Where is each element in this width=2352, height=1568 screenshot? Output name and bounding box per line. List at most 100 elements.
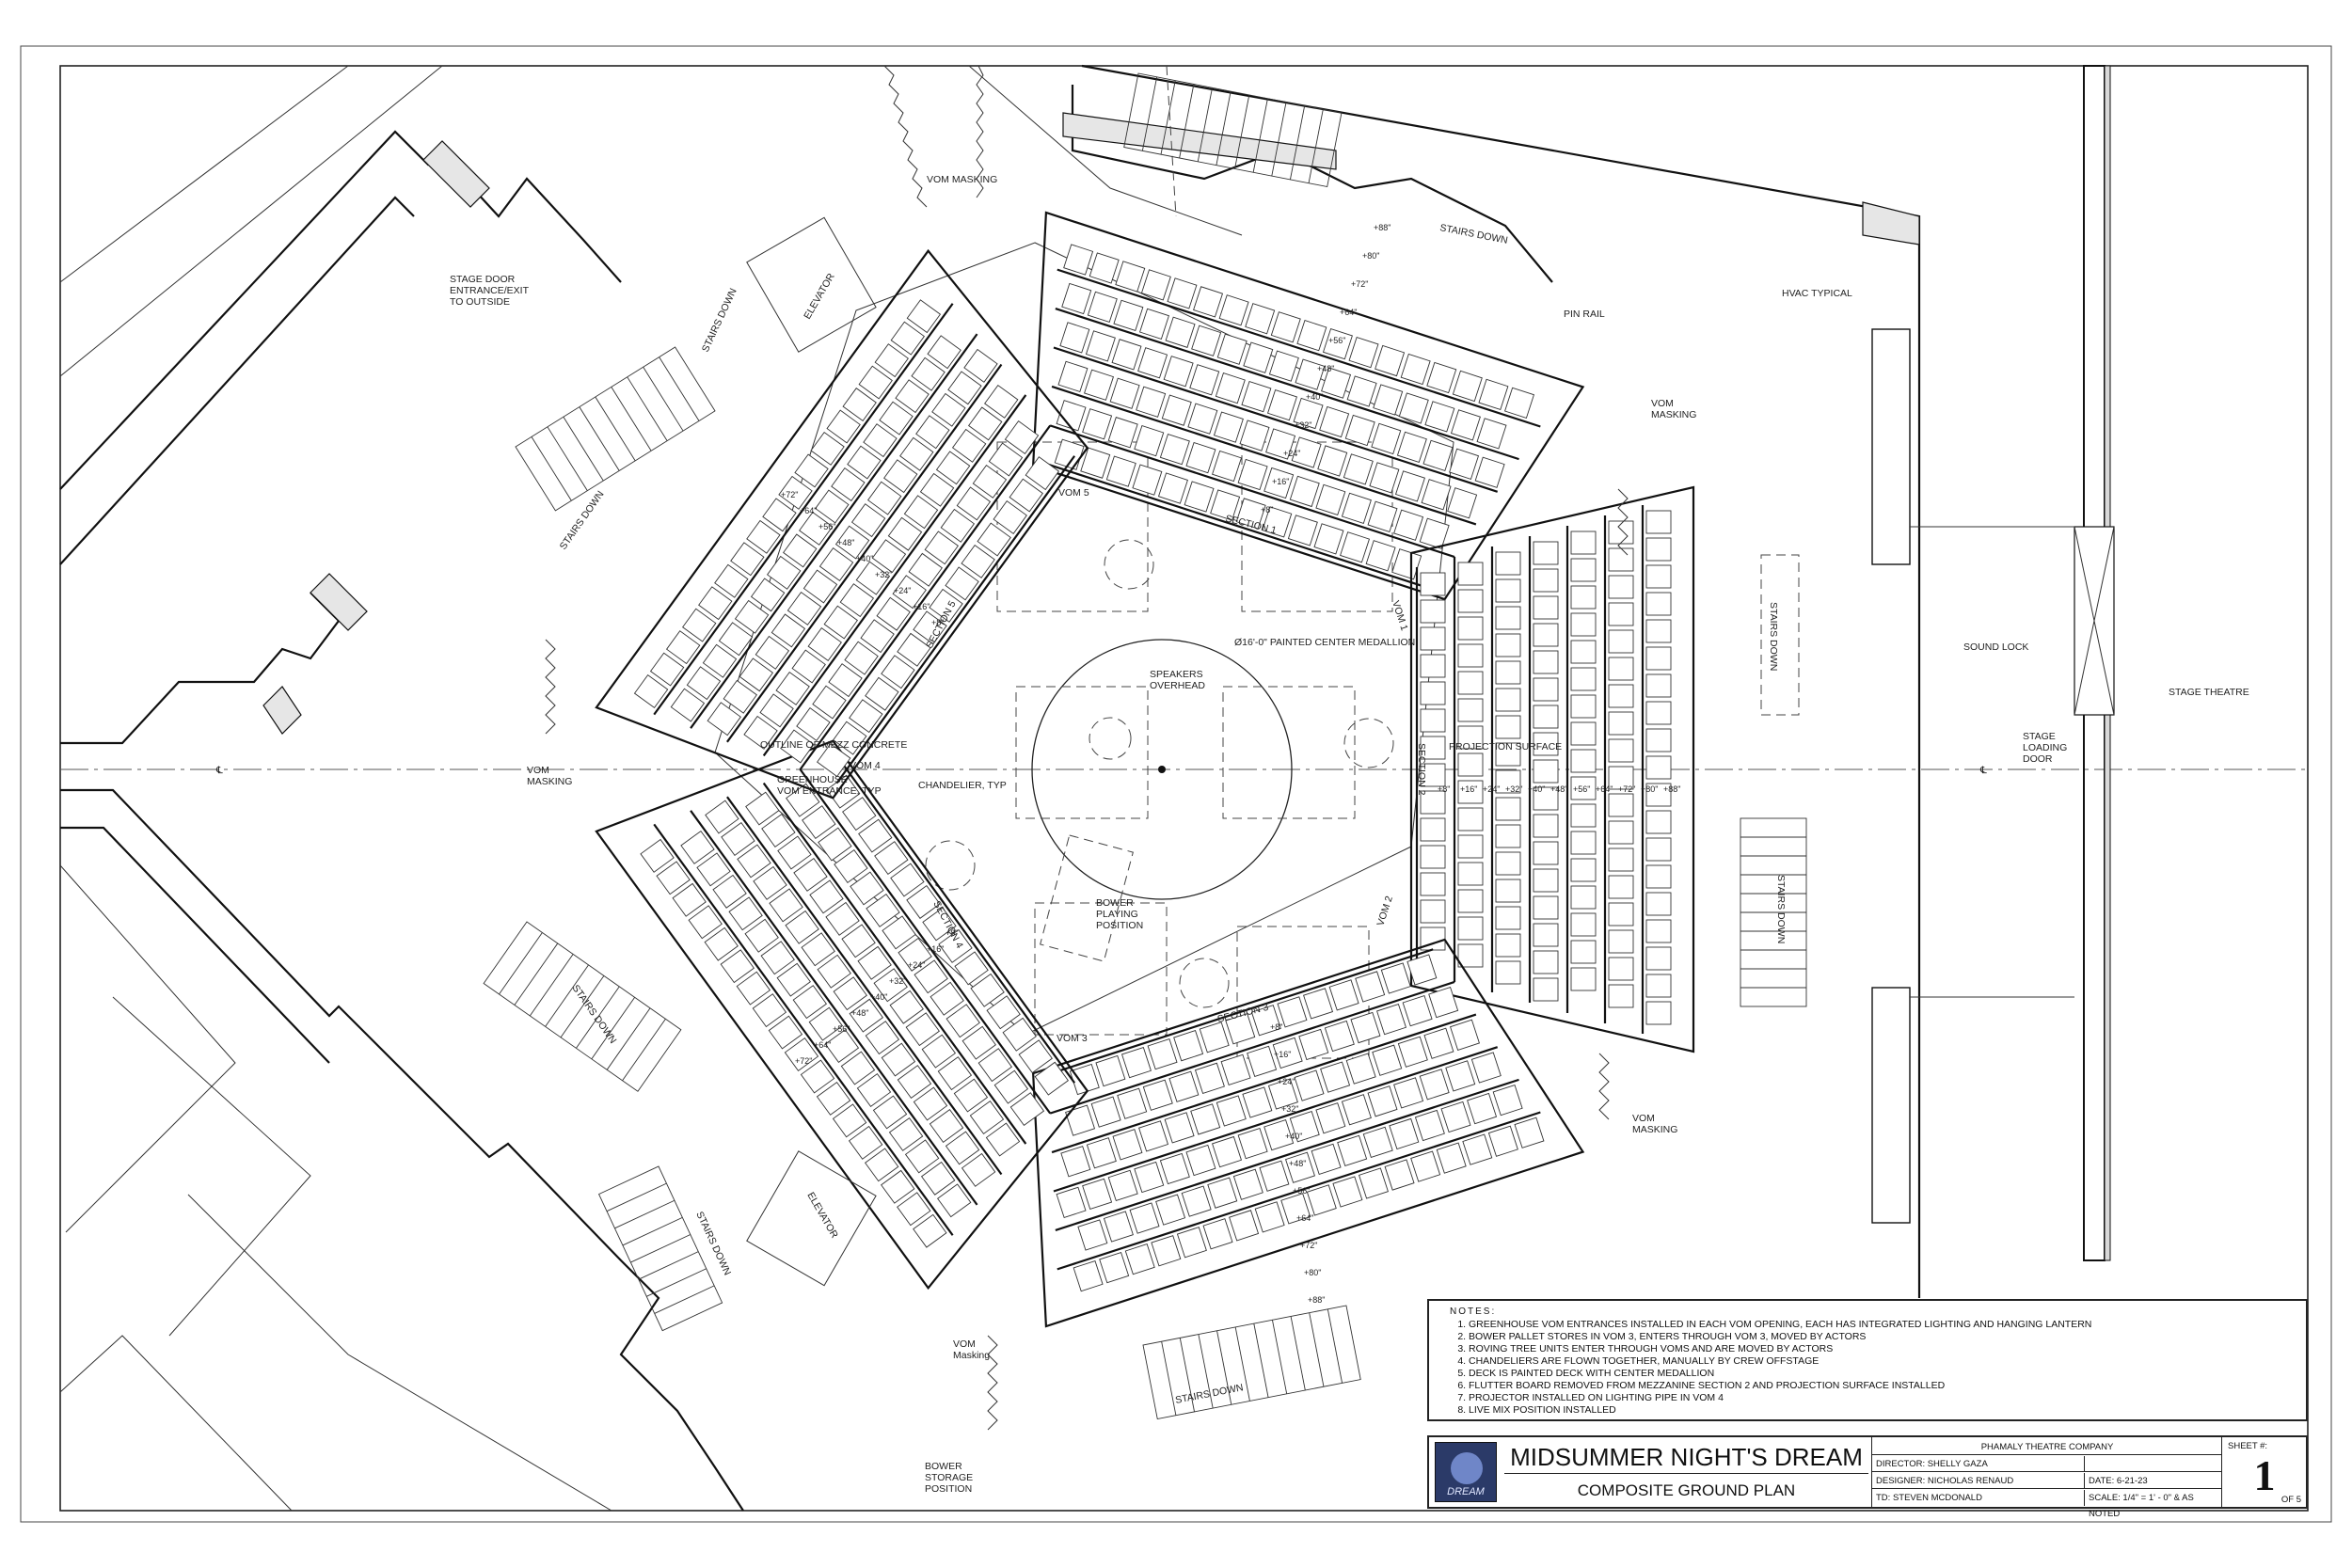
note-item: LIVE MIX POSITION INSTALLED bbox=[1469, 1404, 2285, 1417]
label-stairs-down-right-lower: STAIRS DOWN bbox=[1775, 875, 1787, 943]
seat bbox=[904, 1139, 940, 1174]
chandelier-marker bbox=[1089, 717, 1132, 760]
seat bbox=[1495, 551, 1521, 576]
label-chandelier: CHANDELIER, TYP bbox=[918, 780, 1007, 791]
seat bbox=[864, 1148, 899, 1182]
seat bbox=[1452, 370, 1483, 403]
seat bbox=[1002, 1017, 1037, 1052]
seat bbox=[780, 729, 815, 764]
seat bbox=[1080, 447, 1111, 479]
seat bbox=[1215, 372, 1246, 404]
seat bbox=[682, 608, 717, 642]
seat bbox=[1212, 1135, 1243, 1168]
row-elevation-label: +72" bbox=[795, 1056, 812, 1066]
seat bbox=[1645, 810, 1672, 834]
seat bbox=[720, 949, 755, 984]
seat bbox=[1369, 462, 1400, 494]
sheet-title: COMPOSITE GROUND PLAN bbox=[1577, 1481, 1796, 1499]
seat bbox=[913, 610, 947, 645]
seat bbox=[1084, 369, 1115, 401]
seat bbox=[1341, 1094, 1372, 1126]
seat bbox=[1112, 1129, 1143, 1161]
seat bbox=[1400, 353, 1431, 386]
row-riser bbox=[1049, 424, 1455, 559]
seat bbox=[784, 1037, 819, 1071]
stair-tread bbox=[531, 436, 572, 501]
seat bbox=[1321, 367, 1352, 399]
stair-tread bbox=[622, 1018, 666, 1082]
seat bbox=[1155, 1194, 1186, 1226]
stair-tread bbox=[499, 932, 543, 995]
row-elevation-label: +16" bbox=[1274, 1050, 1291, 1059]
seat bbox=[1608, 984, 1634, 1008]
row-elevation-label: +32" bbox=[1281, 1104, 1298, 1114]
row-elevation-label: +72" bbox=[1618, 784, 1635, 794]
row-elevation-label: +16" bbox=[1460, 784, 1477, 794]
seat bbox=[1457, 943, 1484, 968]
seat bbox=[1367, 500, 1398, 532]
chandelier-marker bbox=[1104, 539, 1154, 590]
seat bbox=[777, 835, 812, 870]
seat bbox=[1645, 755, 1672, 780]
seat bbox=[1057, 360, 1089, 392]
seat bbox=[849, 699, 883, 734]
row-elevation-label: +72" bbox=[1351, 279, 1368, 289]
stair-tread bbox=[630, 1234, 691, 1263]
seat bbox=[1194, 1062, 1225, 1094]
seat bbox=[1393, 1077, 1424, 1109]
sheet-of: OF 5 bbox=[2280, 1495, 2301, 1505]
seat bbox=[897, 632, 931, 667]
seat bbox=[1117, 1087, 1148, 1119]
seat bbox=[842, 388, 877, 422]
seat bbox=[1157, 472, 1188, 504]
label-center-line-right: ℄ bbox=[1979, 765, 1987, 776]
seat bbox=[1120, 1046, 1152, 1079]
seat bbox=[1181, 1185, 1212, 1217]
seat bbox=[766, 555, 802, 590]
seat bbox=[753, 865, 787, 900]
seat bbox=[874, 841, 909, 876]
seat bbox=[1313, 523, 1344, 555]
seat bbox=[895, 379, 930, 414]
seat bbox=[1645, 728, 1672, 752]
seat bbox=[1315, 483, 1346, 516]
seat bbox=[1142, 1079, 1173, 1111]
seat bbox=[1376, 1003, 1407, 1036]
row-riser bbox=[1057, 1111, 1541, 1271]
seat bbox=[1136, 386, 1167, 418]
seat bbox=[1056, 400, 1087, 432]
seat bbox=[755, 635, 790, 670]
seat bbox=[1287, 515, 1318, 546]
seat bbox=[1168, 1070, 1200, 1102]
seat bbox=[800, 1059, 835, 1094]
seating-section-4 bbox=[595, 739, 1089, 1291]
seat bbox=[1018, 1039, 1053, 1074]
elevator-lower bbox=[746, 1150, 877, 1287]
row-elevation-label: +40" bbox=[870, 992, 887, 1002]
row-riser bbox=[1053, 1046, 1499, 1193]
row-elevation-label: +32" bbox=[875, 570, 892, 579]
seat bbox=[1420, 572, 1446, 596]
seat bbox=[1140, 269, 1171, 301]
row-riser bbox=[1047, 463, 1434, 591]
seat bbox=[1322, 327, 1353, 360]
seat bbox=[1570, 558, 1597, 582]
seat bbox=[1328, 979, 1359, 1011]
seat bbox=[1608, 711, 1634, 736]
concrete-column bbox=[262, 686, 302, 735]
row-elevation-label: +24" bbox=[908, 960, 925, 970]
seat bbox=[1608, 875, 1634, 899]
seat bbox=[1296, 320, 1327, 352]
logo-text: DREAM bbox=[1447, 1486, 1485, 1497]
seating-section-1 bbox=[1032, 211, 1585, 601]
seat bbox=[1570, 831, 1597, 855]
seat bbox=[759, 693, 794, 728]
seat bbox=[776, 962, 811, 997]
label-center-line-left: ℄ bbox=[215, 765, 223, 776]
row-elevation-label: +72" bbox=[1300, 1241, 1317, 1250]
seat bbox=[1457, 834, 1484, 859]
seat bbox=[1073, 1259, 1104, 1292]
seat bbox=[1134, 425, 1165, 457]
